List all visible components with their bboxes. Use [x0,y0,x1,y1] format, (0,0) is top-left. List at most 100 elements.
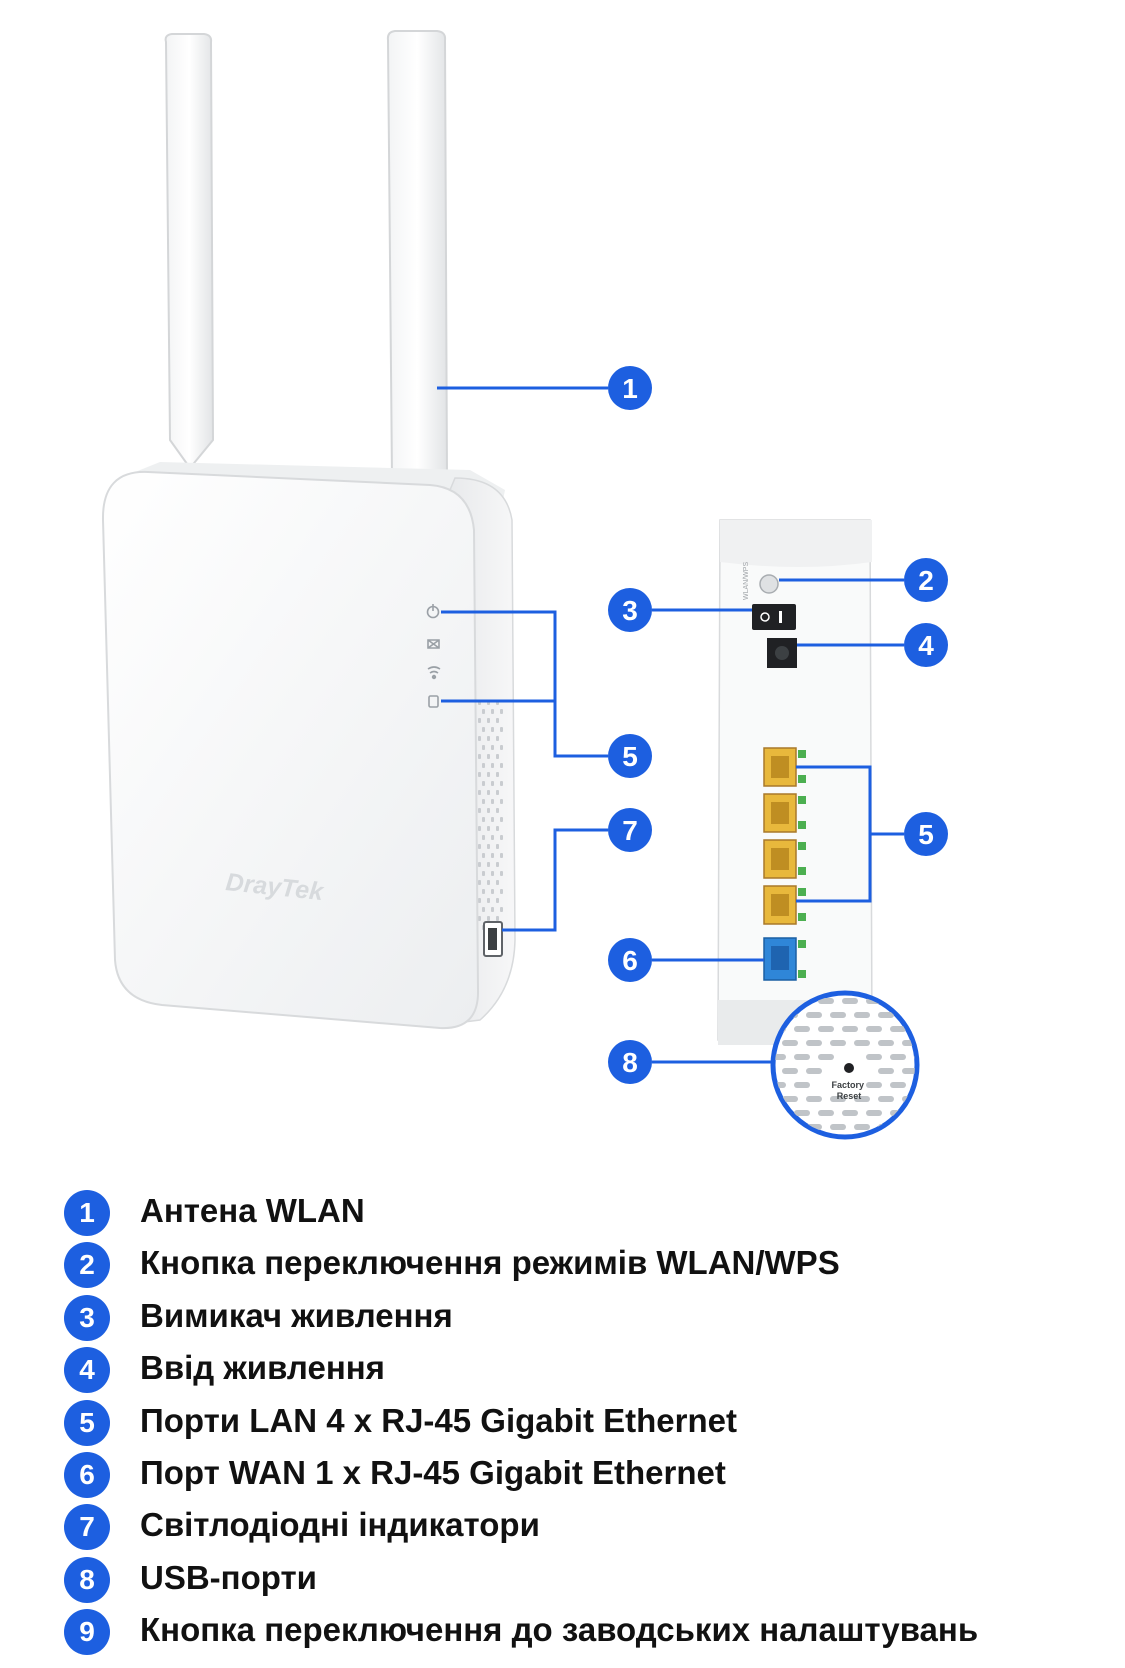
vent-slot [500,871,503,876]
vent-slot [491,799,494,804]
vent-slot [890,998,906,1004]
vent-slot [500,889,503,894]
lan-ports [763,747,806,925]
vent-slot [478,718,481,723]
vent-slot [496,808,499,813]
vent-slot [491,907,494,912]
vent-slot [500,763,503,768]
led-indicators [426,604,441,708]
vent-slot [500,727,503,732]
lan-port [763,747,806,787]
factory-reset-button [844,1063,854,1073]
vent-slot [878,1096,894,1102]
vent-slot [487,826,490,831]
vent-slot [478,826,481,831]
vent-slot [854,1096,870,1102]
vent-slot [806,1096,822,1102]
power-input-hole [775,646,789,660]
callout-number: 7 [622,815,638,846]
vent-slot [487,862,490,867]
vent-slot [878,1040,894,1046]
vent-slot [950,1096,966,1102]
lan-port [763,839,806,879]
vent-slot [500,835,503,840]
vent-slot [926,1068,942,1074]
vent-slot [478,862,481,867]
vent-slot [496,790,499,795]
vent-slot [496,916,499,921]
legend-number-badge: 7 [64,1504,110,1551]
vent-slot [496,844,499,849]
vent-slot [842,1026,858,1032]
vent-slot [482,817,485,822]
vent-slot [890,1082,906,1088]
vent-slot [478,790,481,795]
legend-label: Кнопка переключення до заводських налашт… [140,1611,979,1649]
power-switch-on-icon [760,612,770,622]
vent-slot [902,1124,915,1130]
callout-badge: 5 [608,734,652,778]
legend-number-badge: 8 [64,1556,110,1603]
vent-slot [830,1096,846,1102]
vent-slot [818,1054,834,1060]
vent-slot [775,1082,786,1088]
leader-line-5-back [796,765,904,903]
vent-slot [926,1040,942,1046]
vent-slot [782,1068,798,1074]
vent-slot [775,1054,786,1060]
vent-slot [914,998,915,1004]
legend-label: Антена WLAN [140,1192,365,1229]
legend-number-badge: 3 [64,1294,110,1341]
callout-number: 5 [918,819,934,850]
router-back: WLAN/WPS [717,519,966,1140]
leader-lines [437,386,904,1064]
vent-slot [938,1054,954,1060]
lan-port [763,793,806,833]
vent-slot [950,1012,966,1018]
wlan-wps-button [759,574,779,594]
vent-slot [866,1054,882,1060]
vent-slot [830,1012,846,1018]
callout-number: 5 [622,741,638,772]
vent-slot [782,1096,798,1102]
router-front-panel [101,470,480,1030]
legend-label: Ввід живлення [140,1349,385,1387]
vent-slot [487,772,490,777]
power-switch [752,604,796,630]
vent-slot [491,835,494,840]
vent-slot [794,1054,810,1060]
callout-number: 1 [622,373,638,404]
vent-slot [482,853,485,858]
vent-slot [487,880,490,885]
leader-line-5-front [441,610,608,758]
vent-slot [500,745,503,750]
vent-slot [500,799,503,804]
vent-slot [487,790,490,795]
legend-number-badge: 9 [64,1609,110,1656]
vent-slot [491,871,494,876]
internet-led-icon [427,639,440,649]
vent-slot [496,880,499,885]
vent-slot [938,1082,954,1088]
legend-number-badge: 6 [64,1451,110,1498]
vent-slot [775,1110,786,1116]
vent-slot [830,1124,846,1130]
vent-slot [902,1012,915,1018]
wps-label: WLAN/WPS [743,562,750,600]
callout-number: 8 [622,1047,638,1078]
legend-label: Порт WAN 1 x RJ-45 Gigabit Ethernet [140,1453,726,1491]
vent-slot [487,916,490,921]
vent-slot [478,808,481,813]
vent-slot [842,998,858,1004]
legend-number-badge: 2 [64,1242,110,1289]
vent-slot [482,799,485,804]
vent-slot [794,1082,810,1088]
leader-line-7 [502,828,608,932]
vent-slot [890,1026,906,1032]
vent-slot [482,709,485,714]
router-front: DrayTek [101,30,516,1030]
callout-number: 6 [622,945,638,976]
